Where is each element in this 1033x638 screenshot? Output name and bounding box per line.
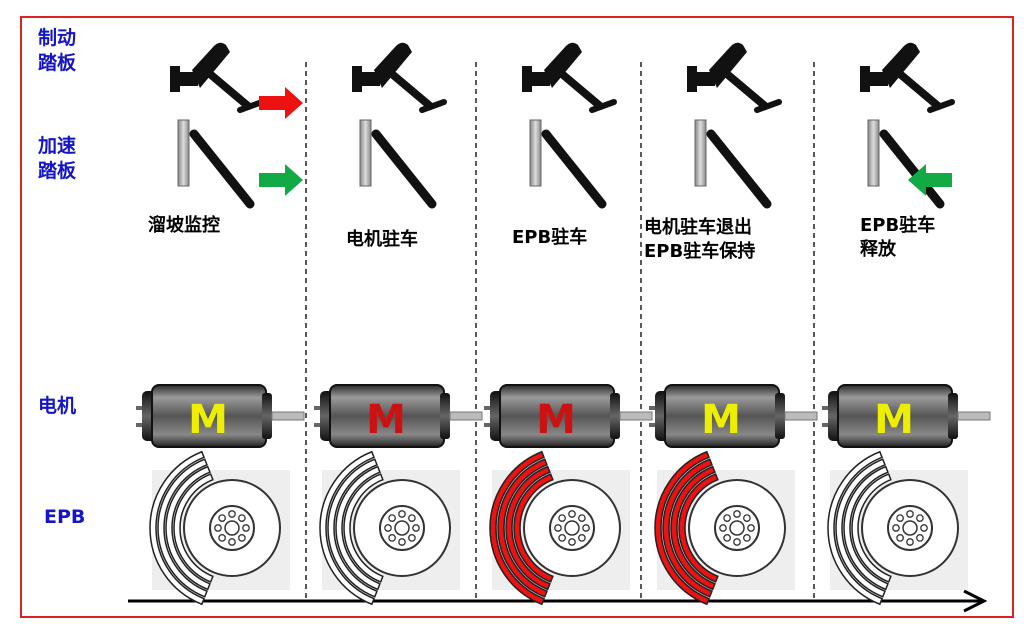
row-label-accel-line1: 加速 [38, 135, 77, 157]
motor-icon: M [136, 384, 305, 448]
stage-label-4: 电机驻车退出 EPB驻车保持 [644, 216, 755, 264]
stage-label-1: 溜坡监控 [148, 214, 220, 238]
motor-icon: M [822, 384, 991, 448]
brake-pedal-icon [860, 42, 955, 113]
motor-icon: M [314, 384, 483, 448]
stage-label-line: EPB驻车保持 [644, 241, 756, 262]
stage-label-line: 电机驻车退出 [644, 217, 752, 238]
stage-label-line: 溜坡监控 [148, 215, 220, 236]
row-label-accel-pedal: 加速 踏板 [38, 134, 76, 184]
brake-disc-icon [654, 450, 795, 606]
motor-icon: M [484, 384, 653, 448]
brake-disc-icon [827, 450, 968, 606]
accelerator-pedal-icon [529, 119, 607, 209]
brake-disc-icon [149, 450, 290, 606]
motor-letter: M [701, 397, 741, 443]
accelerator-pedal-icon [694, 119, 772, 209]
stage-label-2: 电机驻车 [346, 228, 418, 252]
motor-letter: M [874, 397, 914, 443]
motor-letter: M [366, 397, 406, 443]
brake-pedal-icon [522, 42, 617, 113]
row-label-brake-line2: 踏板 [38, 52, 77, 74]
row-label-brake-pedal: 制动 踏板 [38, 26, 76, 76]
stage-label-line: EPB驻车 [860, 215, 936, 236]
row-label-motor: 电机 [38, 395, 77, 417]
brake-disc-icon [319, 450, 460, 606]
stage-label-line: EPB驻车 [512, 227, 588, 248]
brake-arrow-right [259, 87, 303, 119]
timeline-arrow [128, 589, 988, 613]
brake-disc-icon [489, 450, 630, 606]
brake-pedal-icon [170, 42, 265, 113]
motor-letter: M [536, 397, 576, 443]
diagram-frame [20, 16, 1014, 618]
brake-pedal-icon [687, 42, 782, 113]
row-label-brake-line1: 制动 [38, 27, 77, 49]
accelerator-pedal-icon [177, 119, 255, 209]
stage-label-3: EPB驻车 [512, 226, 587, 250]
stage-label-line: 释放 [860, 239, 896, 260]
motor-letter: M [188, 397, 228, 443]
stage-label-line: 电机驻车 [346, 229, 418, 250]
row-label-epb: EPB [44, 506, 86, 528]
brake-pedal-icon [352, 42, 447, 113]
motor-icon: M [649, 384, 818, 448]
accel-arrow-right [259, 164, 303, 196]
accel-arrow-left [908, 164, 952, 196]
accelerator-pedal-icon [867, 119, 945, 209]
accelerator-pedal-icon [359, 119, 437, 209]
row-label-accel-line2: 踏板 [38, 160, 77, 182]
stage-label-5: EPB驻车释放 [860, 214, 935, 262]
